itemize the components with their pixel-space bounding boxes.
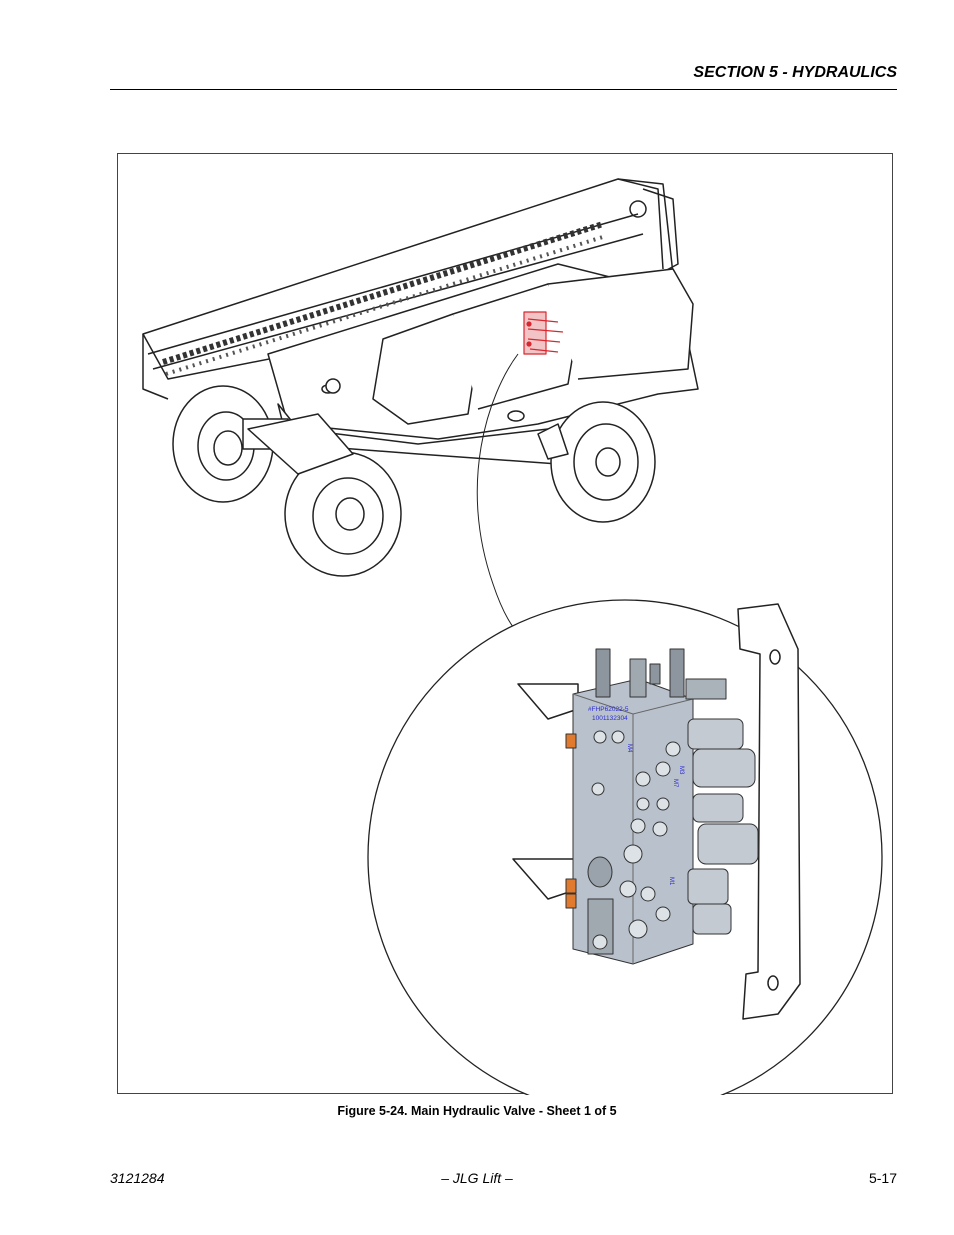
section-title: SECTION 5 - HYDRAULICS: [693, 64, 897, 81]
detail-magnifier: #FHP62022-5 1001132304 M4 M3 M7 M1: [367, 599, 883, 1095]
document-number: 3121284: [110, 1170, 165, 1186]
header-rule: [110, 89, 897, 90]
valve-serial-number: 1001132304: [592, 715, 628, 722]
valve-location-highlight: [523, 311, 564, 355]
main-hydraulic-valve: [565, 648, 759, 965]
port-label-m1: M1: [668, 877, 674, 886]
publisher-name: – JLG Lift –: [441, 1170, 513, 1186]
figure-frame: #FHP62022-5 1001132304 M4 M3 M7 M1: [117, 153, 893, 1095]
port-label-m3: M3: [678, 766, 684, 775]
figure-caption: Figure 5-24. Main Hydraulic Valve - Shee…: [337, 1104, 617, 1118]
hydraulic-valve-illustration: #FHP62022-5 1001132304 M4 M3 M7 M1: [142, 178, 883, 1095]
page-number: 5-17: [868, 1170, 897, 1186]
port-label-m7: M7: [672, 779, 678, 788]
port-label-m4: M4: [626, 744, 632, 753]
turntable-base: [267, 263, 699, 465]
valve-part-number: #FHP62022-5: [588, 706, 629, 713]
boom-assembly: [142, 178, 679, 400]
callout-leader: [476, 353, 524, 640]
wheels: [172, 385, 656, 577]
